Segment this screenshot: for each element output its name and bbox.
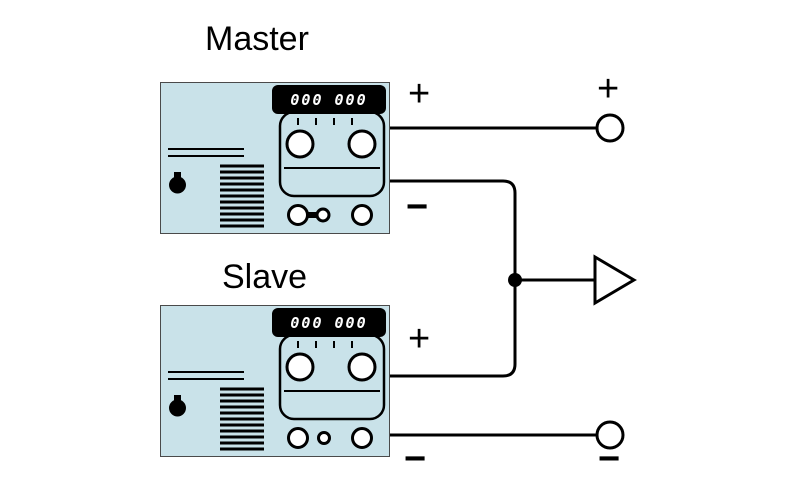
master-output-terminals: [287, 204, 373, 226]
slave-unit: 000 000: [160, 305, 390, 457]
master-minus-label: −: [406, 186, 429, 228]
output-plus-label: +: [597, 68, 620, 110]
scale-ticks: [297, 118, 353, 125]
master-plus-label: +: [408, 73, 431, 115]
voltage-knob: [285, 129, 315, 159]
current-knob: [347, 352, 377, 382]
junction-dot: [508, 273, 522, 287]
slave-front-lines: [168, 371, 244, 380]
slave-display-readout: 000 000: [290, 314, 367, 332]
slave-minus-label: −: [404, 438, 427, 480]
slave-label: Slave: [222, 258, 308, 296]
digital-display: [272, 308, 386, 337]
master-label: Master: [205, 20, 309, 58]
master-front-lines: [168, 148, 244, 157]
master-unit-graphic: 000 000: [168, 85, 386, 228]
output-minus-label: −: [598, 438, 621, 480]
master-display-readout: 000 000: [290, 91, 367, 109]
slave-output-terminals: [287, 427, 373, 449]
slave-unit-graphic: 000 000: [168, 308, 386, 451]
load-arrow-icon: [593, 254, 637, 306]
scale-ticks: [297, 341, 353, 348]
slave-plus-label: +: [408, 318, 431, 360]
output-plus-terminal: [595, 113, 625, 143]
vent-grille-icon: [220, 164, 264, 228]
voltage-knob: [285, 352, 315, 382]
power-button-icon: [169, 395, 186, 417]
digital-display: [272, 85, 386, 114]
master-unit: 000 000: [160, 82, 390, 234]
power-button-icon: [169, 172, 186, 194]
current-knob: [347, 129, 377, 159]
vent-grille-icon: [220, 387, 264, 451]
